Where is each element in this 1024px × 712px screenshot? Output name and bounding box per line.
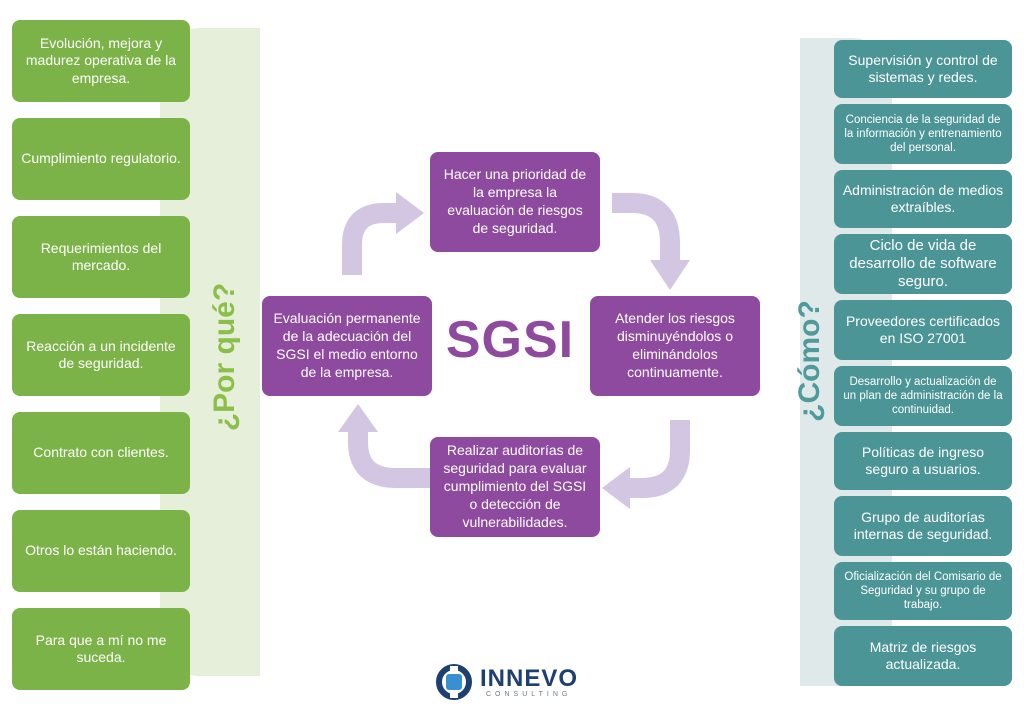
logo-name: INNEVO: [480, 665, 579, 692]
reason-box-2: Cumplimiento regulatorio.: [12, 118, 190, 200]
method-box-6: Desarrollo y actualización de un plan de…: [834, 366, 1012, 426]
reason-box-5: Contrato con clientes.: [12, 412, 190, 494]
method-box-4: Ciclo de vida de desarrollo de software …: [834, 234, 1012, 294]
method-box-3: Administración de medios extraíbles.: [834, 170, 1012, 228]
reason-box-7: Para que a mí no me suceda.: [12, 608, 190, 690]
cycle-arrow-bottom-to-left: [348, 430, 430, 488]
reason-box-1: Evolución, mejora y madurez operativa de…: [12, 20, 190, 102]
reason-box-6: Otros lo están haciendo.: [12, 510, 190, 592]
logo-mark-icon: [436, 664, 472, 700]
cycle-arrowhead-bottom: [602, 467, 630, 509]
method-box-2: Conciencia de la seguridad de la informa…: [834, 104, 1012, 164]
method-box-5: Proveedores certificados en ISO 27001: [834, 300, 1012, 360]
cycle-arrowhead-right: [650, 260, 690, 290]
reason-box-3: Requerimientos del mercado.: [12, 216, 190, 298]
cycle-step-right: Atender los riesgos disminuyéndolos o el…: [590, 296, 760, 396]
cycle-arrow-top-to-right: [612, 193, 680, 262]
cycle-arrowhead-top: [396, 192, 424, 234]
method-box-7: Políticas de ingreso seguro a usuarios.: [834, 432, 1012, 490]
method-box-8: Grupo de auditorías internas de segurida…: [834, 496, 1012, 556]
cycle-step-left: Evaluación permanente de la adecuación d…: [262, 296, 432, 396]
cycle-step-top: Hacer una prioridad de la empresa la eva…: [430, 152, 600, 252]
center-title: SGSI: [445, 311, 575, 369]
logo-subtitle: CONSULTING: [486, 691, 572, 698]
method-box-10: Matriz de riesgos actualizada.: [834, 626, 1012, 686]
method-box-9: Oficialización del Comisario de Segurida…: [834, 562, 1012, 620]
cycle-arrowhead-left: [338, 404, 378, 432]
cycle-step-bottom: Realizar auditorías de seguridad para ev…: [430, 437, 600, 537]
reason-box-4: Reacción a un incidente de seguridad.: [12, 314, 190, 396]
method-box-1: Supervisión y control de sistemas y rede…: [834, 40, 1012, 98]
innevo-logo: INNEVO CONSULTING: [436, 664, 606, 700]
cycle-arrow-left-to-top: [342, 203, 398, 275]
cycle-arrow-right-to-bottom: [628, 420, 690, 498]
